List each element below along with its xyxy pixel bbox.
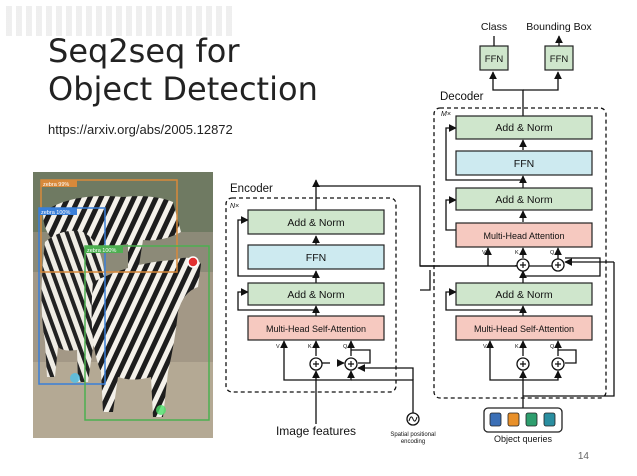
query-token-1 — [489, 412, 502, 427]
box-label-3: zebra 100% — [87, 248, 116, 254]
decoder-cross-v-label: V — [482, 250, 486, 256]
class-ffn-label: FFN — [485, 54, 504, 65]
query-token-3 — [525, 412, 538, 427]
zebra-detection-photo: zebra 99% zebra 100% zebra 100% — [33, 172, 213, 438]
encoder-self-attention-label: Multi-Head Self-Attention — [266, 324, 366, 334]
encoder-add-norm-top — [247, 209, 385, 235]
encoder-title: Encoder — [230, 183, 273, 195]
decoder-self-k-label: K — [515, 344, 519, 350]
decoder-ffn — [455, 150, 593, 176]
zebra-3 — [91, 257, 201, 417]
encoder-add-norm-bottom-label: Add & Norm — [287, 289, 344, 301]
encoder-add-norm-bottom — [247, 282, 385, 306]
decoder-add-norm-3-label: Add & Norm — [495, 122, 552, 134]
decoder-cross-attention-label: Multi-Head Attention — [483, 231, 564, 241]
spatial-encoding-label-2: encoding — [401, 439, 425, 445]
decoder-ffn-label: FFN — [514, 158, 534, 170]
decoder-boxes — [455, 115, 593, 371]
encoder-ffn-label: FFN — [306, 252, 326, 264]
decoder-repeat-label: M× — [441, 111, 451, 118]
decoder-self-q-label: Q — [550, 344, 555, 350]
decoder-self-attention-label: Multi-Head Self-Attention — [474, 324, 574, 334]
zebra-2 — [41, 230, 106, 382]
decoder-cross-q-label: Q — [550, 250, 555, 256]
slide-title: Seq2seq for Object Detection — [48, 32, 318, 108]
bbox-ffn-label: FFN — [550, 54, 569, 65]
decoder-add-norm-3 — [455, 115, 593, 140]
detection-box-1 — [40, 179, 178, 273]
encoder-v-label: V — [276, 344, 280, 350]
encoder-repeat-label: N× — [230, 203, 239, 210]
decoder-cross-k-label: K — [515, 250, 519, 256]
box-label-1: zebra 99% — [43, 182, 69, 188]
title-line-2: Object Detection — [48, 70, 318, 108]
decoder-self-v-label: V — [483, 344, 487, 350]
encoder-ffn — [247, 244, 385, 270]
title-line-1: Seq2seq for — [48, 32, 240, 70]
decoder-add-norm-1-label: Add & Norm — [495, 289, 552, 301]
paper-link[interactable]: https://arxiv.org/abs/2005.12872 — [48, 122, 233, 137]
encoder-stack-border — [225, 197, 397, 393]
decoder-title: Decoder — [440, 91, 484, 103]
decoder-self-attention — [455, 315, 593, 341]
encoder-q-label: Q — [343, 344, 348, 350]
decoder-add-norm-2-label: Add & Norm — [495, 194, 552, 206]
bbox-ffn-head — [544, 45, 574, 71]
decoder-add-norm-1 — [455, 282, 593, 306]
page-number: 14 — [577, 451, 589, 462]
query-token-2 — [507, 412, 520, 427]
bounding-box-label: Bounding Box — [526, 21, 592, 33]
decoder-stack-border — [433, 107, 607, 399]
decoder-cross-attention — [455, 222, 593, 248]
spatial-encoding-label-1: Spatial positional — [390, 432, 435, 438]
encoder-add-norm-top-label: Add & Norm — [287, 217, 344, 229]
class-label: Class — [481, 21, 507, 33]
encoder-self-attention — [247, 315, 385, 341]
object-queries-label: Object queries — [494, 434, 553, 444]
box-label-2: zebra 100% — [41, 210, 70, 216]
query-token-4 — [543, 412, 556, 427]
watermark — [6, 6, 236, 36]
encoder-boxes — [247, 209, 385, 371]
zebra-1 — [43, 196, 181, 272]
image-features-label: Image features — [276, 424, 356, 438]
attention-hotspot — [187, 256, 199, 268]
class-ffn-head — [479, 45, 509, 71]
object-queries-container — [483, 407, 563, 433]
detection-box-3 — [84, 245, 210, 421]
encoder-k-label: K — [308, 344, 312, 350]
decoder-add-norm-2 — [455, 187, 593, 211]
